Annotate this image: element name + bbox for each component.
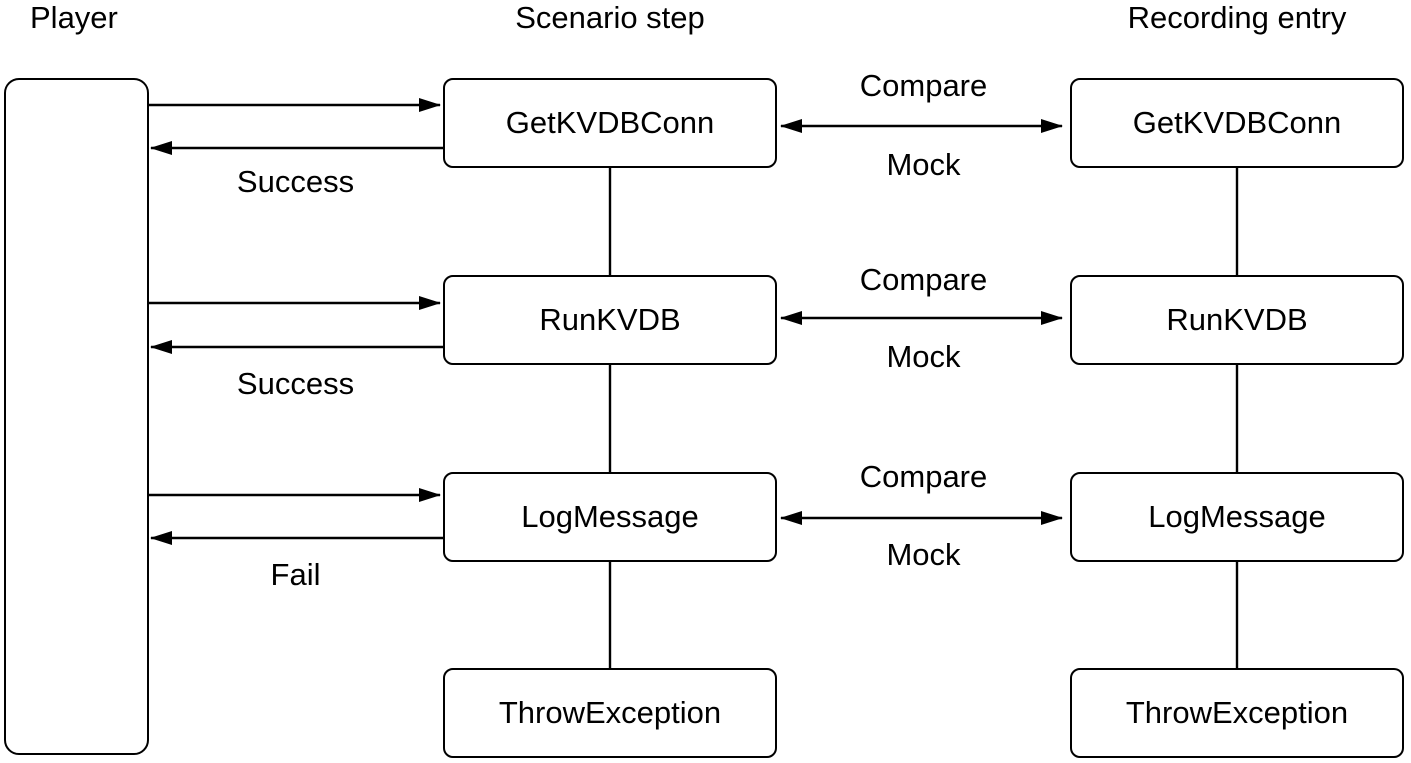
recording-entry-node-runkvdb: RunKVDB [1070,275,1404,365]
recording-entry-node-logmessage: LogMessage [1070,472,1404,562]
mock-label-row3: Mock [886,537,961,572]
return-label-row1: Success [236,164,355,199]
scenario-step-node-logmessage: LogMessage [443,472,777,562]
compare-label-row1: Compare [859,68,988,103]
return-label-row3: Fail [270,557,321,592]
scenario-step-column-header: Scenario step [515,0,705,35]
return-label-row2: Success [236,366,355,401]
scenario-step-node-getkvdbconn: GetKVDBConn [443,78,777,168]
compare-label-row2: Compare [859,262,988,297]
recording-entry-node-throwexception: ThrowException [1070,668,1404,758]
scenario-step-node-throwexception: ThrowException [443,668,777,758]
recording-entry-node-getkvdbconn: GetKVDBConn [1070,78,1404,168]
scenario-step-node-runkvdb: RunKVDB [443,275,777,365]
compare-label-row3: Compare [859,459,988,494]
mock-label-row1: Mock [886,147,961,182]
recording-entry-column-header: Recording entry [1127,0,1347,35]
player-lifeline-box [4,78,149,755]
mock-label-row2: Mock [886,339,961,374]
player-column-header: Player [30,0,118,35]
